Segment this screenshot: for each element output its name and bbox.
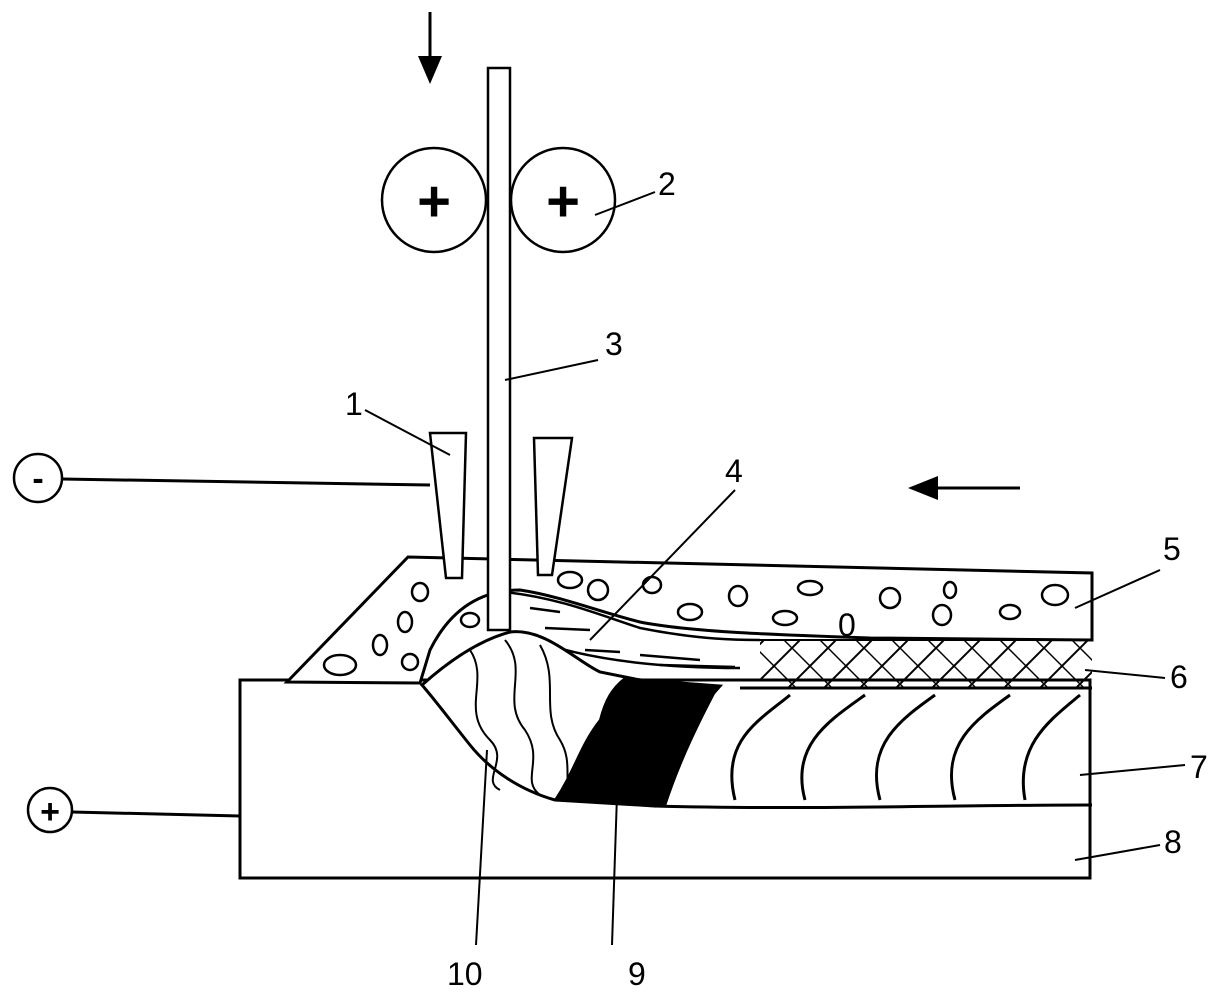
- slag-crust: [760, 640, 1092, 688]
- label-7: 7: [1190, 749, 1208, 785]
- label-2: 2: [658, 166, 676, 202]
- flux-granules: [322, 570, 1070, 677]
- label-5: 5: [1163, 531, 1181, 567]
- flux-zero-mark: 0: [838, 607, 856, 643]
- travel-direction-arrow: [908, 476, 1020, 500]
- electrode-wire: [486, 66, 512, 632]
- label-6: 6: [1170, 659, 1188, 695]
- wire-feed-arrow: [418, 12, 442, 84]
- weld-metal-grains: [730, 693, 1081, 801]
- positive-symbol: +: [40, 793, 60, 831]
- label-4: 4: [725, 453, 743, 489]
- molten-slag: [504, 590, 761, 670]
- label-10: 10: [447, 956, 483, 992]
- label-9: 9: [628, 956, 646, 992]
- leader-lines: [364, 191, 1186, 946]
- feed-rollers: + +: [380, 146, 617, 254]
- solidified-metal-9: [553, 676, 720, 808]
- label-3: 3: [605, 326, 623, 362]
- right-roller-symbol: +: [546, 169, 580, 234]
- negative-terminal: -: [12, 452, 431, 504]
- contact-tip-left: [428, 431, 468, 580]
- positive-terminal: +: [26, 786, 241, 834]
- negative-symbol: -: [32, 460, 43, 498]
- label-8: 8: [1164, 824, 1182, 860]
- label-1: 1: [345, 386, 363, 422]
- contact-tip-right: [532, 436, 574, 577]
- left-roller-symbol: +: [417, 169, 451, 234]
